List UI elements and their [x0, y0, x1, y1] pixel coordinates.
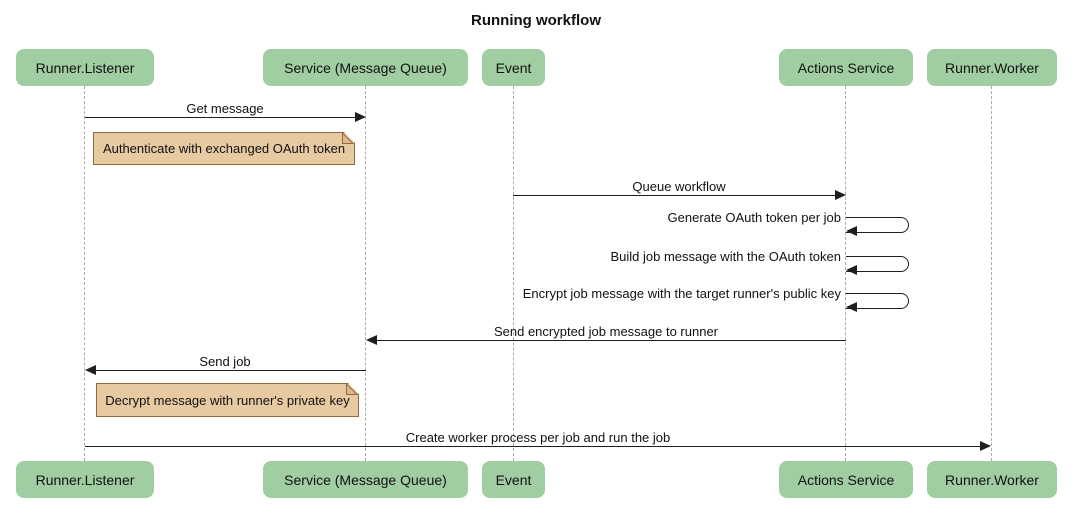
actor-service-message-queue-top: Service (Message Queue)	[263, 49, 468, 86]
message-label-get-message: Get message	[186, 101, 264, 116]
message-line-queue-workflow	[513, 195, 836, 196]
message-label-generate-oauth-token: Generate OAuth token per job	[667, 210, 841, 225]
arrowhead-right-icon	[835, 190, 846, 200]
message-label-create-worker-process: Create worker process per job and run th…	[405, 430, 671, 445]
note-fold-icon	[342, 133, 354, 145]
arrowhead-right-icon	[355, 112, 366, 122]
self-message-loop	[846, 217, 909, 233]
lifeline-runner-worker	[991, 86, 992, 461]
lifeline-service-message-queue	[365, 86, 366, 461]
diagram-title: Running workflow	[471, 12, 601, 29]
note-fold-icon	[346, 384, 358, 396]
actor-service-message-queue-bottom: Service (Message Queue)	[263, 461, 468, 498]
actor-runner-listener-top: Runner.Listener	[16, 49, 154, 86]
message-line-send-job	[96, 370, 366, 371]
note-text: Authenticate with exchanged OAuth token	[102, 141, 346, 156]
message-line-create-worker-process	[85, 446, 981, 447]
self-message-loop	[846, 293, 909, 309]
message-label-encrypt-job-message: Encrypt job message with the target runn…	[522, 286, 841, 301]
actor-actions-service-top: Actions Service	[779, 49, 913, 86]
actor-event-bottom: Event	[482, 461, 545, 498]
arrowhead-left-icon	[846, 302, 857, 312]
note-text: Decrypt message with runner's private ke…	[105, 392, 350, 408]
actor-runner-worker-top: Runner.Worker	[927, 49, 1057, 86]
message-line-get-message	[85, 117, 356, 118]
message-line-send-encrypted-job-message	[377, 340, 846, 341]
self-message-loop	[846, 256, 909, 272]
message-label-build-job-message: Build job message with the OAuth token	[610, 249, 841, 264]
lifeline-event	[513, 86, 514, 461]
message-label-send-job: Send job	[199, 354, 251, 369]
arrowhead-left-icon	[846, 265, 857, 275]
note-decrypt: Decrypt message with runner's private ke…	[96, 383, 359, 417]
actor-runner-worker-bottom: Runner.Worker	[927, 461, 1057, 498]
message-label-queue-workflow: Queue workflow	[632, 179, 726, 194]
arrowhead-left-icon	[846, 226, 857, 236]
actor-runner-listener-bottom: Runner.Listener	[16, 461, 154, 498]
lifeline-actions-service	[845, 86, 846, 461]
arrowhead-left-icon	[366, 335, 377, 345]
note-authenticate: Authenticate with exchanged OAuth token	[93, 132, 355, 165]
actor-actions-service-bottom: Actions Service	[779, 461, 913, 498]
lifeline-runner-listener	[84, 86, 85, 461]
arrowhead-right-icon	[980, 441, 991, 451]
actor-event-top: Event	[482, 49, 545, 86]
arrowhead-left-icon	[85, 365, 96, 375]
message-label-send-encrypted-job-message: Send encrypted job message to runner	[493, 324, 719, 339]
